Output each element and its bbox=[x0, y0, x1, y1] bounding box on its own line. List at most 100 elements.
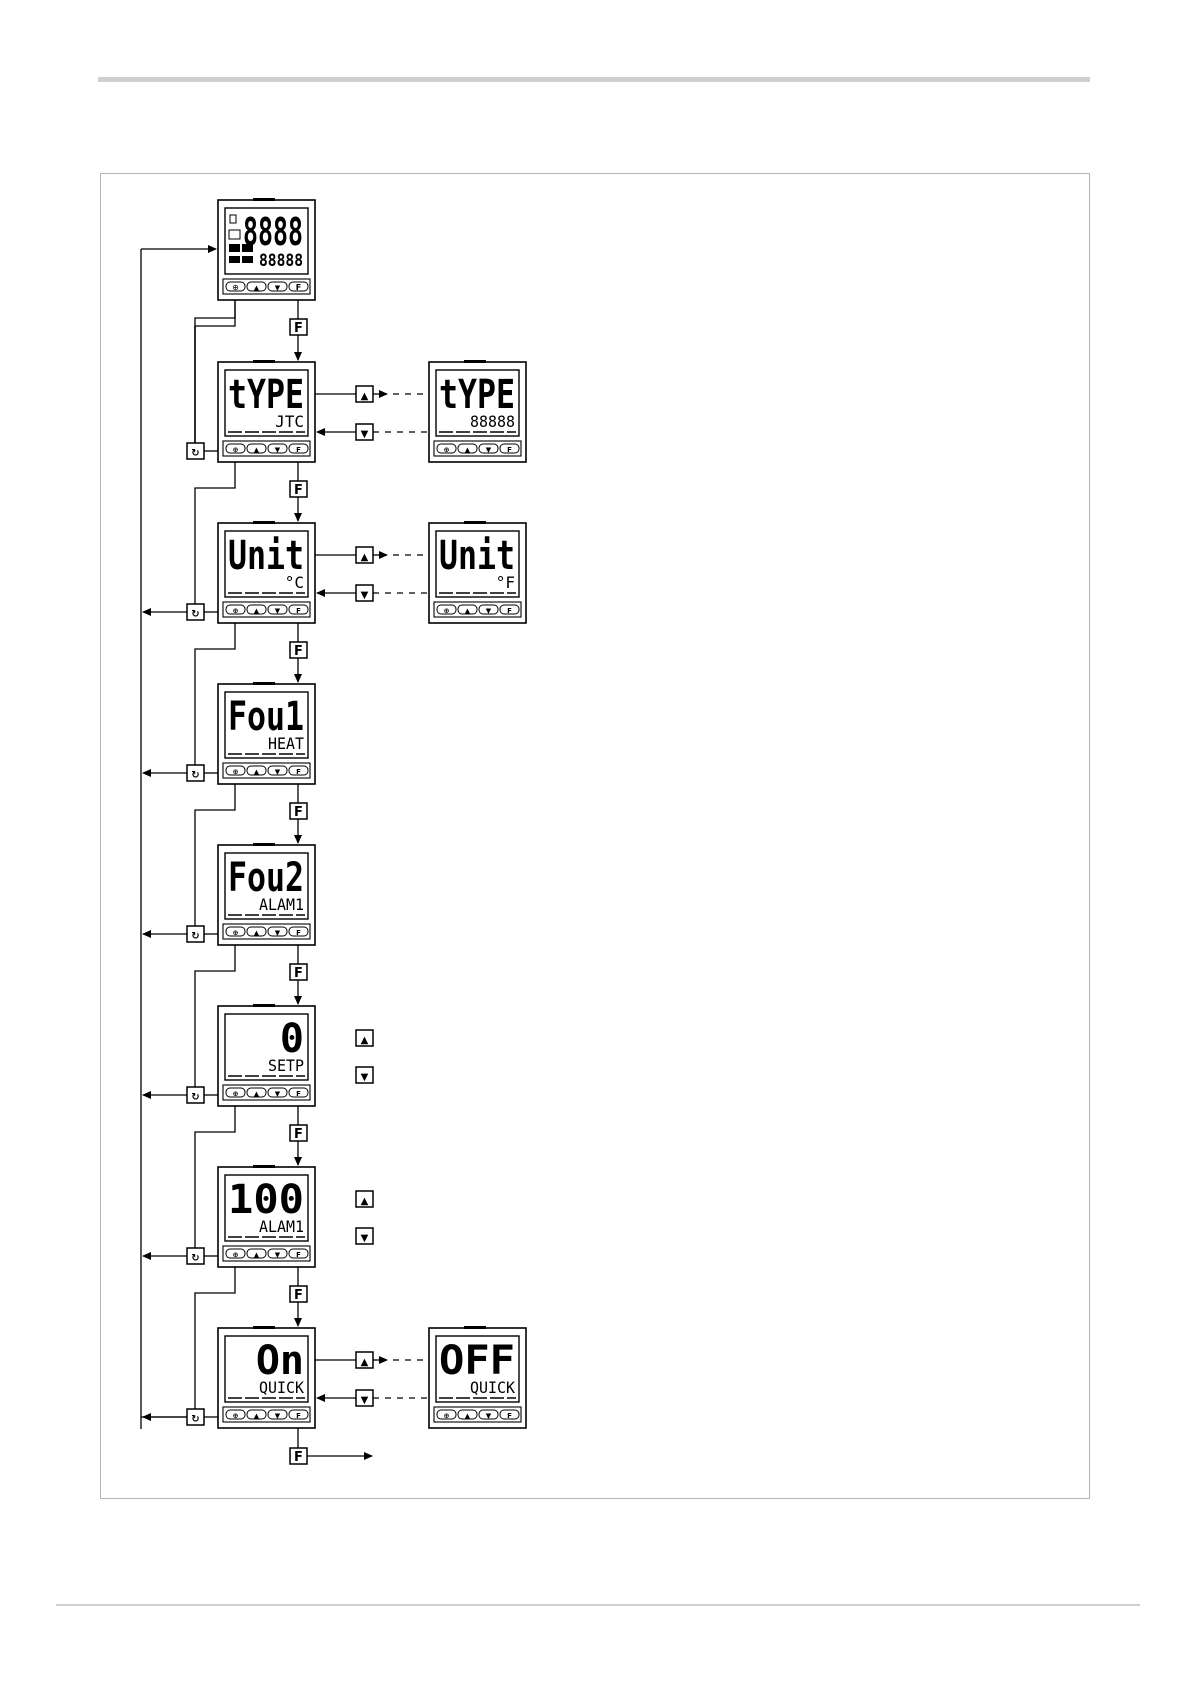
scroll-key-type[interactable]: ↻ bbox=[187, 443, 204, 459]
screen-unit-keypad-down-button[interactable]: ▼ bbox=[268, 605, 287, 615]
down-key-quick[interactable]: ▼ bbox=[356, 1390, 373, 1406]
screen-quick-keypad-scroll-button[interactable]: ⊕ bbox=[226, 1410, 245, 1420]
svg-text:F: F bbox=[507, 607, 512, 615]
svg-text:⊕: ⊕ bbox=[444, 446, 450, 454]
screen-type-lower-readout: JTC bbox=[275, 412, 304, 431]
svg-text:▼: ▼ bbox=[275, 929, 281, 937]
screen-quick-keypad-function-button[interactable]: F bbox=[289, 1410, 308, 1420]
adjust-up-key-alarm[interactable]: ▲ bbox=[356, 1191, 373, 1207]
svg-text:⊕: ⊕ bbox=[233, 1412, 239, 1420]
adjust-down-key-setp[interactable]: ▼ bbox=[356, 1067, 373, 1083]
screen-type-keypad-scroll-button[interactable]: ⊕ bbox=[226, 444, 245, 454]
scroll-key-alarm[interactable]: ↻ bbox=[187, 1248, 204, 1264]
screen-fou2-keypad-function-button[interactable]: F bbox=[289, 927, 308, 937]
svg-text:▲: ▲ bbox=[254, 1251, 260, 1259]
screen-fou2-keypad-scroll-button[interactable]: ⊕ bbox=[226, 927, 245, 937]
screen-unit-alternate-keypad-up-button[interactable]: ▲ bbox=[458, 605, 477, 615]
svg-text:▼: ▼ bbox=[486, 446, 492, 454]
screen-type-keypad-up-button[interactable]: ▲ bbox=[247, 444, 266, 454]
screen-setp: 0SETP⊕▲▼F bbox=[218, 1004, 315, 1106]
transition-function-key-type[interactable]: F bbox=[290, 319, 307, 336]
svg-text:▼: ▼ bbox=[275, 1412, 281, 1420]
scroll-key-quick-label: ↻ bbox=[191, 1414, 199, 1425]
up-key-quick[interactable]: ▲ bbox=[356, 1352, 373, 1368]
screen-quick-keypad-up-button[interactable]: ▲ bbox=[247, 1410, 266, 1420]
transition-function-key-alarm[interactable]: F bbox=[290, 1125, 307, 1142]
screen-unit-alternate-keypad-function-button[interactable]: F bbox=[500, 605, 519, 615]
up-key-unit[interactable]: ▲ bbox=[356, 547, 373, 563]
screen-type-keypad-function-button[interactable]: F bbox=[289, 444, 308, 454]
screen-type-keypad-down-button[interactable]: ▼ bbox=[268, 444, 287, 454]
screen-alarm-keypad-function-button[interactable]: F bbox=[289, 1249, 308, 1259]
screen-quick-alternate-keypad-down-button[interactable]: ▼ bbox=[479, 1410, 498, 1420]
transition-function-key-fou1[interactable]: F bbox=[290, 642, 307, 659]
svg-text:▲: ▲ bbox=[465, 446, 471, 454]
keypad-function-button[interactable]: F bbox=[289, 282, 308, 292]
svg-text:▲: ▲ bbox=[254, 1412, 260, 1420]
adjust-up-key-setp-label: ▲ bbox=[361, 1035, 369, 1046]
screen-unit-keypad-function-button[interactable]: F bbox=[289, 605, 308, 615]
scroll-key-fou2[interactable]: ↻ bbox=[187, 926, 204, 942]
up-key-unit-label: ▲ bbox=[361, 552, 369, 563]
transition-function-key-setp[interactable]: F bbox=[290, 964, 307, 981]
scroll-key-fou1[interactable]: ↻ bbox=[187, 765, 204, 781]
scroll-key-setp-label: ↻ bbox=[191, 1092, 199, 1103]
keypad-up-button[interactable]: ▲ bbox=[247, 282, 266, 292]
scroll-key-setp[interactable]: ↻ bbox=[187, 1087, 204, 1103]
screen-type-alternate-keypad-down-button[interactable]: ▼ bbox=[479, 444, 498, 454]
transition-function-key-fou2[interactable]: F bbox=[290, 803, 307, 820]
screen-alarm-keypad-down-button[interactable]: ▼ bbox=[268, 1249, 287, 1259]
screen-alarm-keypad-up-button[interactable]: ▲ bbox=[247, 1249, 266, 1259]
screen-unit-alternate-keypad-scroll-button[interactable]: ⊕ bbox=[437, 605, 456, 615]
scroll-key-alarm-label: ↻ bbox=[191, 1253, 199, 1264]
screen-fou2-keypad-down-button[interactable]: ▼ bbox=[268, 927, 287, 937]
scroll-key-quick[interactable]: ↻ bbox=[187, 1409, 204, 1425]
screen-fou1-keypad-scroll-button[interactable]: ⊕ bbox=[226, 766, 245, 776]
screen-setp-keypad-function-button[interactable]: F bbox=[289, 1088, 308, 1098]
adjust-down-key-alarm[interactable]: ▼ bbox=[356, 1228, 373, 1244]
screen-type-alternate: tYPE88888⊕▲▼F bbox=[429, 360, 526, 462]
screen-fou1-keypad-function-button[interactable]: F bbox=[289, 766, 308, 776]
screen-fou1-keypad: ⊕▲▼ F bbox=[223, 763, 310, 778]
screen-quick-alternate-keypad-up-button[interactable]: ▲ bbox=[458, 1410, 477, 1420]
down-key-unit[interactable]: ▼ bbox=[356, 585, 373, 601]
svg-text:▲: ▲ bbox=[254, 607, 260, 615]
screen-type-alternate-keypad-function-button[interactable]: F bbox=[500, 444, 519, 454]
screen-fou2-keypad-up-button[interactable]: ▲ bbox=[247, 927, 266, 937]
screen-type-alternate-keypad-up-button[interactable]: ▲ bbox=[458, 444, 477, 454]
transition-function-key-unit-label: F bbox=[294, 483, 303, 498]
adjust-up-key-setp[interactable]: ▲ bbox=[356, 1030, 373, 1046]
screen-type-alternate-lower-readout: 88888 bbox=[470, 412, 515, 431]
screen-fou1-keypad-up-button[interactable]: ▲ bbox=[247, 766, 266, 776]
svg-text:F: F bbox=[296, 768, 301, 776]
scroll-key-fou1-label: ↻ bbox=[191, 770, 199, 781]
screen-quick-alternate-keypad-function-button[interactable]: F bbox=[500, 1410, 519, 1420]
scroll-key-unit[interactable]: ↻ bbox=[187, 604, 204, 620]
exit-function-key[interactable]: F bbox=[290, 1448, 307, 1465]
svg-text:▲: ▲ bbox=[254, 446, 260, 454]
svg-text:F: F bbox=[507, 1412, 512, 1420]
screen-setp-keypad-down-button[interactable]: ▼ bbox=[268, 1088, 287, 1098]
keypad-scroll-button[interactable]: ⊕ bbox=[226, 282, 245, 292]
screen-type-alternate-keypad-scroll-button[interactable]: ⊕ bbox=[437, 444, 456, 454]
keypad-down-button[interactable]: ▼ bbox=[268, 282, 287, 292]
screen-quick-alternate-keypad-scroll-button[interactable]: ⊕ bbox=[437, 1410, 456, 1420]
up-key-type[interactable]: ▲ bbox=[356, 386, 373, 402]
screen-unit-keypad-scroll-button[interactable]: ⊕ bbox=[226, 605, 245, 615]
screen-setp-lower-readout: SETP bbox=[268, 1056, 304, 1075]
screen-fou1-keypad-down-button[interactable]: ▼ bbox=[268, 766, 287, 776]
screen-fou1: Fou1HEAT⊕▲▼F bbox=[218, 682, 315, 784]
transition-function-key-quick[interactable]: F bbox=[290, 1286, 307, 1303]
screen-unit-keypad-up-button[interactable]: ▲ bbox=[247, 605, 266, 615]
screen-quick-keypad-down-button[interactable]: ▼ bbox=[268, 1410, 287, 1420]
home-display-controller: 8888 88888 ⊕ ▲ ▼ F bbox=[218, 198, 315, 300]
down-key-type[interactable]: ▼ bbox=[356, 424, 373, 440]
screen-alarm-keypad-scroll-button[interactable]: ⊕ bbox=[226, 1249, 245, 1259]
screen-setp-keypad-scroll-button[interactable]: ⊕ bbox=[226, 1088, 245, 1098]
svg-text:⊕: ⊕ bbox=[232, 283, 239, 292]
svg-text:⊕: ⊕ bbox=[233, 1090, 239, 1098]
up-key-type-label: ▲ bbox=[361, 391, 369, 402]
screen-unit-alternate-keypad-down-button[interactable]: ▼ bbox=[479, 605, 498, 615]
transition-function-key-unit[interactable]: F bbox=[290, 481, 307, 498]
screen-setp-keypad-up-button[interactable]: ▲ bbox=[247, 1088, 266, 1098]
